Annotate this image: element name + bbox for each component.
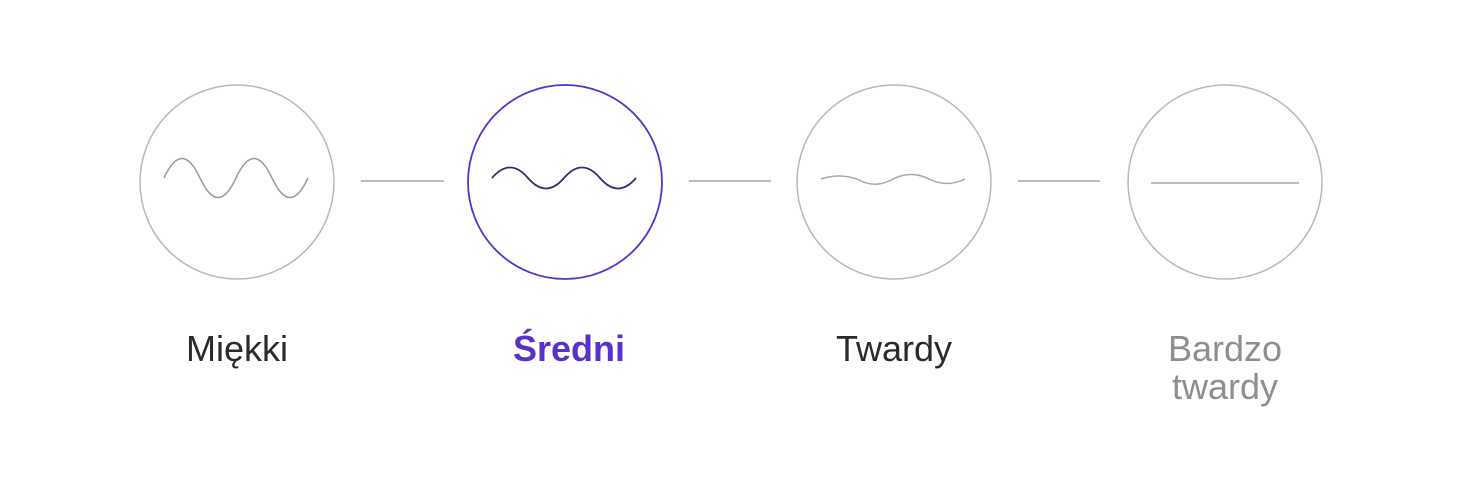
option-circle [1127,84,1323,280]
option-label-very-hard[interactable]: Bardzo twardy [1167,328,1283,407]
firmness-option-hard[interactable] [795,82,993,282]
low-wave-icon [820,173,966,185]
medium-wave-icon [491,166,637,190]
firmness-option-soft[interactable] [138,82,336,282]
connector-line [1018,180,1100,182]
option-label-hard[interactable]: Twardy [835,328,953,369]
high-wave-icon [163,157,309,199]
option-label-medium[interactable]: Średni [512,328,626,369]
option-circle-selected [467,84,663,280]
option-circle [796,84,992,280]
connector-line [361,180,444,182]
option-circle [139,84,335,280]
option-label-soft[interactable]: Miękki [185,328,288,369]
connector-line [689,180,771,182]
firmness-option-medium[interactable] [466,82,664,282]
firmness-option-very-hard[interactable] [1126,82,1324,282]
